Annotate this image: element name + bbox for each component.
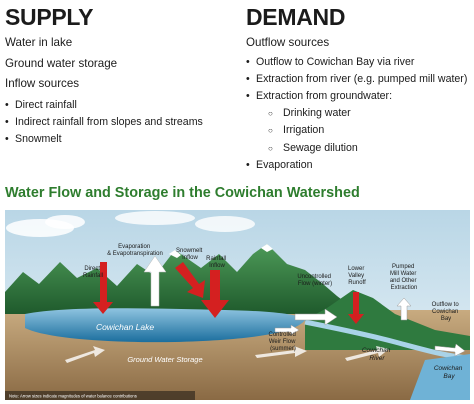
rainfall-inflow-label: Rainfall Inflow bbox=[206, 256, 228, 269]
sub-list-item: Drinking water bbox=[246, 105, 472, 122]
list-item: Snowmelt bbox=[5, 131, 235, 148]
groundwater-flow-arrow bbox=[255, 346, 307, 358]
cowichan-river bbox=[304, 319, 470, 361]
sub-list-item: Irrigation bbox=[246, 122, 472, 139]
list-item: Indirect rainfall from slopes and stream… bbox=[5, 114, 235, 131]
snowmelt-label: Snowmelt Inflow bbox=[176, 248, 204, 261]
outflow-bay-label: Outflow to Cowichan Bay bbox=[432, 302, 461, 322]
figure-title: Water Flow and Storage in the Cowichan W… bbox=[5, 185, 360, 201]
cowichan-bay bbox=[410, 354, 470, 400]
uncontrolled-flow-label: Uncontrolled Flow (winter) bbox=[297, 274, 332, 287]
snowmelt-arrow bbox=[175, 262, 205, 298]
supply-section: SUPPLY Water in lake Ground water storag… bbox=[5, 4, 235, 148]
cowichan-lake bbox=[25, 308, 305, 343]
direct-rainfall-arrow bbox=[93, 262, 113, 314]
evaporation-arrow bbox=[143, 255, 167, 307]
list-item: Outflow to Cowichan Bay via river bbox=[246, 54, 472, 71]
outflow-list: Outflow to Cowichan Bay via river Extrac… bbox=[246, 54, 472, 175]
groundwater-flow-arrow bbox=[345, 346, 389, 361]
sub-list-item: Sewage dilution bbox=[246, 140, 472, 157]
controlled-weir-label: Controlled Weir Flow (summer) bbox=[268, 332, 297, 352]
pumped-mill-label: Pumped Mill Water and Other Extraction bbox=[390, 264, 418, 291]
uncontrolled-flow-arrow bbox=[294, 308, 338, 326]
lower-valley-label: Lower Valley Runoff bbox=[348, 266, 366, 286]
demand-heading: DEMAND bbox=[246, 4, 346, 30]
cloud bbox=[115, 211, 195, 225]
list-item: Extraction from river (e.g. pumped mill … bbox=[246, 71, 472, 88]
inflow-sources-list: Direct rainfall Indirect rainfall from s… bbox=[5, 97, 235, 149]
ground-water-storage-label: Ground Water Storage bbox=[127, 355, 202, 364]
mountains bbox=[5, 244, 350, 314]
demand-section: DEMAND Outflow sources Outflow to Cowich… bbox=[246, 4, 472, 174]
evaporation-label: Evaporation & Evapotranspiration bbox=[107, 244, 163, 257]
list-item: Direct rainfall bbox=[5, 97, 235, 114]
lower-valley-arrow bbox=[348, 292, 364, 324]
outflow-sources-heading: Outflow sources bbox=[246, 36, 330, 49]
controlled-weir-arrow bbox=[274, 324, 300, 336]
snow-cap bbox=[169, 250, 181, 258]
cloud bbox=[195, 216, 255, 232]
groundwater-flow-arrow bbox=[65, 346, 105, 363]
list-item: Evaporation bbox=[246, 157, 472, 174]
supply-heading: SUPPLY bbox=[5, 4, 94, 30]
snow-cap bbox=[261, 244, 273, 252]
cowichan-bay-label: Cowichan Bay bbox=[434, 365, 464, 380]
note-bar bbox=[5, 391, 195, 400]
arrow-size-note: Note: Arrow sizes indicate magnitudes of… bbox=[9, 394, 137, 399]
list-item: Extraction from groundwater: bbox=[246, 88, 472, 105]
supply-item-lake: Water in lake bbox=[5, 36, 73, 49]
mountains-right bbox=[305, 290, 470, 350]
pumped-mill-arrow bbox=[396, 297, 412, 321]
supply-item-groundwater: Ground water storage bbox=[5, 56, 118, 70]
direct-rainfall-label: Direct Rainfall bbox=[83, 266, 103, 279]
rainfall-inflow-arrow bbox=[201, 270, 229, 318]
outflow-bay-arrow bbox=[434, 343, 466, 357]
supply-item-inflow: Inflow sources bbox=[5, 77, 80, 90]
watershed-diagram: Direct Rainfall Evaporation & Evapotrans… bbox=[5, 210, 470, 400]
cloud bbox=[45, 215, 85, 229]
cowichan-lake-label: Cowichan Lake bbox=[96, 322, 154, 332]
cowichan-river-label: Cowichan River bbox=[362, 347, 392, 362]
